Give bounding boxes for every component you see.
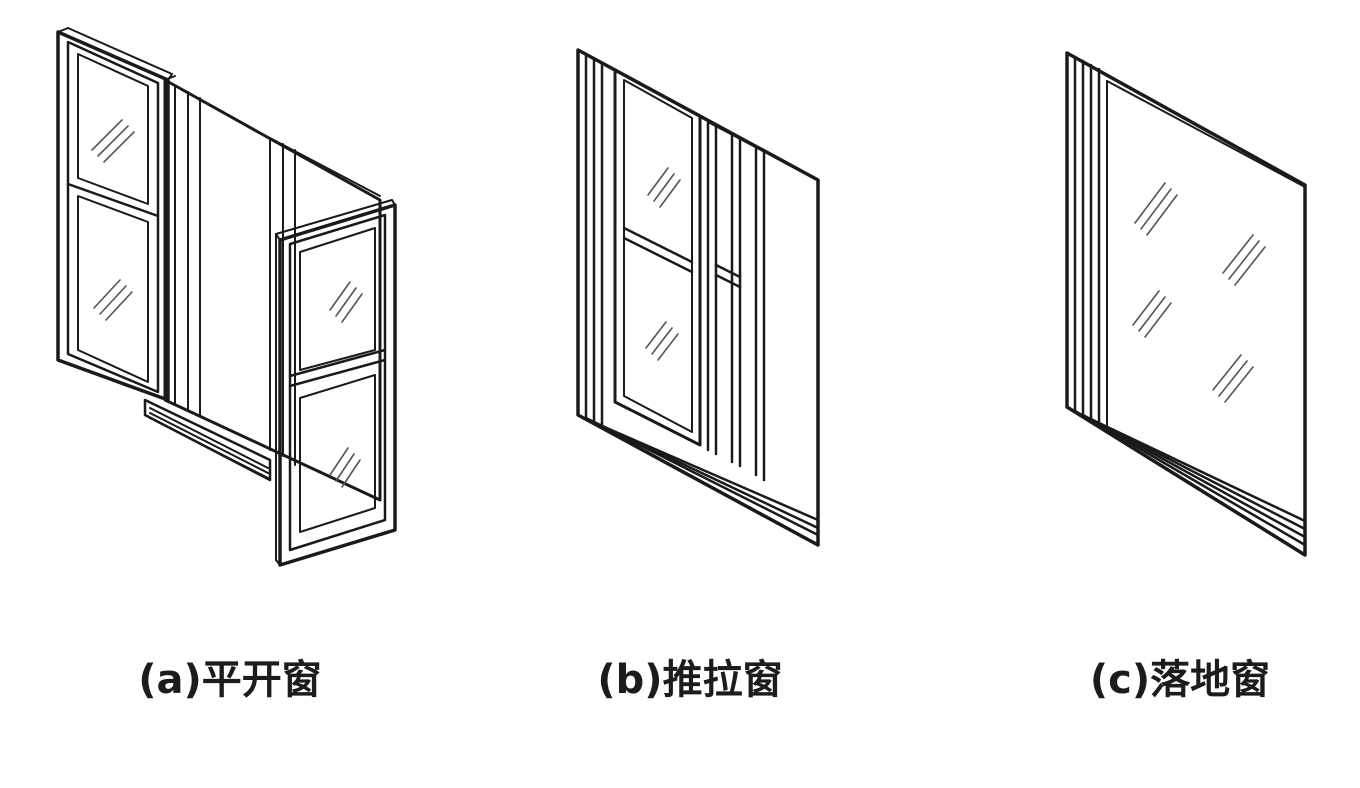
sliding-window-drawing bbox=[576, 48, 820, 547]
floor-window-frame bbox=[1065, 51, 1307, 557]
right-sash bbox=[275, 199, 397, 567]
caption-floor-window: (c)落地窗 bbox=[1089, 657, 1271, 703]
floor-window-drawing bbox=[1065, 51, 1307, 557]
sliding-frame bbox=[576, 48, 820, 547]
left-sliding-sash bbox=[613, 68, 702, 447]
left-sash bbox=[56, 27, 173, 402]
right-sliding-sash bbox=[706, 120, 819, 482]
caption-casement-window: (a)平开窗 bbox=[138, 657, 322, 703]
casement-window-drawing bbox=[56, 27, 397, 567]
caption-sliding-window: (b)推拉窗 bbox=[597, 657, 783, 703]
glass-reflections bbox=[1132, 182, 1266, 403]
